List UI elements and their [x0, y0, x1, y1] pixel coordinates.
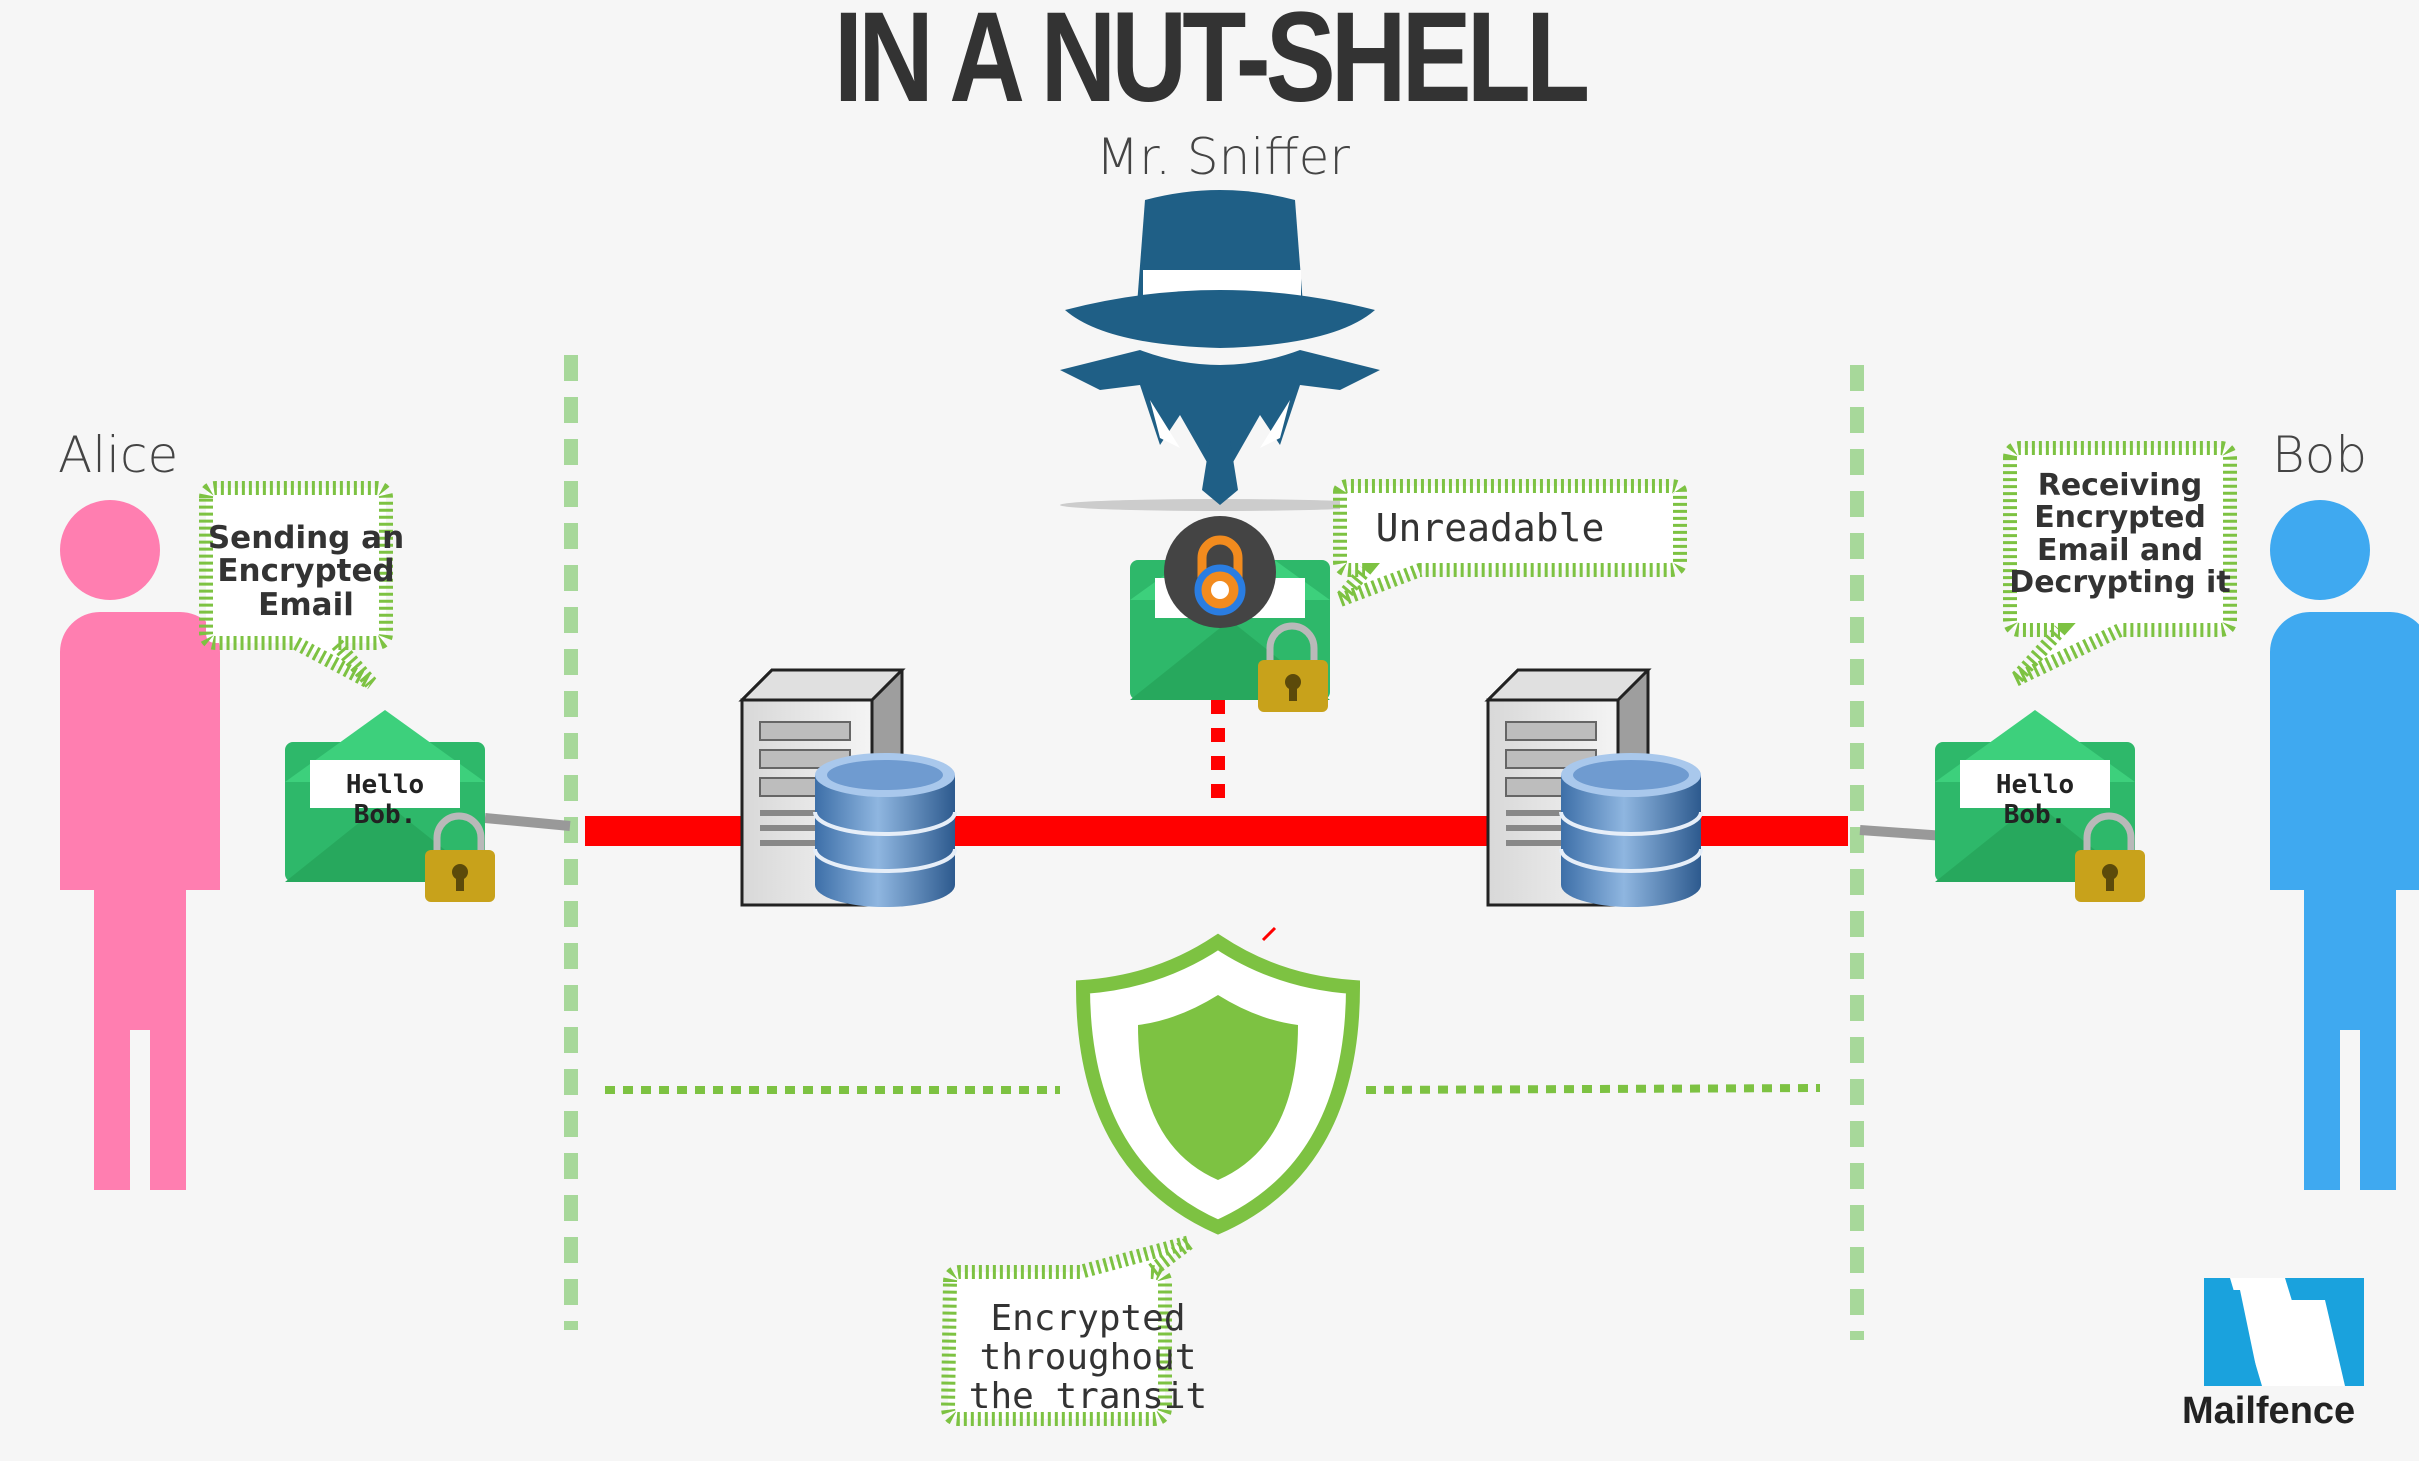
unreadable-line: Unreadable [1375, 506, 1605, 550]
transit-line-3: the transit [968, 1375, 1208, 1417]
receiving-line-2: Encrypted [2034, 500, 2206, 536]
right-database-icon [1559, 751, 1703, 909]
alice-figure-icon [40, 500, 220, 1190]
unreadable-bubble [1317, 479, 1687, 616]
transit-line-2: throughout [979, 1336, 1197, 1378]
mailfence-logo-icon [2204, 1278, 2364, 1386]
receiving-line-4: Decrypting it [2009, 565, 2231, 601]
transit-line-1: Encrypted [990, 1298, 1186, 1339]
mailfence-brand-label: Mailfence [2182, 1390, 2356, 1432]
broken-lock-icon [1164, 516, 1276, 628]
sending-line-2: Encrypted [217, 553, 395, 590]
receiving-bubble-text: Receiving Encrypted Email and Decrypting… [2003, 468, 2237, 601]
unreadable-bubble-text: Unreadable [1350, 506, 1630, 550]
shield-icon [1075, 926, 1361, 1235]
sending-bubble [199, 481, 393, 690]
bob-envelope-icon [1935, 710, 2135, 882]
transit-bubble [940, 1235, 1195, 1426]
page-title: IN A NUT-SHELL [833, 0, 1590, 129]
alice-connector [484, 813, 571, 831]
left-database-icon [813, 751, 957, 909]
receiving-bubble [2003, 441, 2237, 687]
sniffer-label: Mr. Sniffer [1096, 128, 1350, 186]
alice-letter-text: Hello Bob. [345, 770, 425, 830]
receiving-line-1: Receiving [2037, 468, 2203, 503]
transit-dotted-line-right [1365, 1084, 1821, 1094]
sending-line-3: Email [258, 586, 354, 623]
alice-label: Alice [58, 426, 179, 484]
alice-envelope-icon [285, 710, 485, 882]
receiving-line-3: Email and [2036, 532, 2204, 568]
transit-bubble-text: Encrypted throughout the transit [968, 1298, 1208, 1417]
sending-line-1: Sending an [207, 520, 405, 556]
bob-letter-text: Hello Bob. [1995, 770, 2075, 830]
bob-label: Bob [2272, 426, 2368, 484]
bob-connector [1859, 825, 1946, 841]
bob-figure-icon [2250, 500, 2419, 1190]
sniffer-spy-icon [1060, 190, 1380, 511]
sending-bubble-text: Sending an Encrypted Email [206, 520, 406, 623]
